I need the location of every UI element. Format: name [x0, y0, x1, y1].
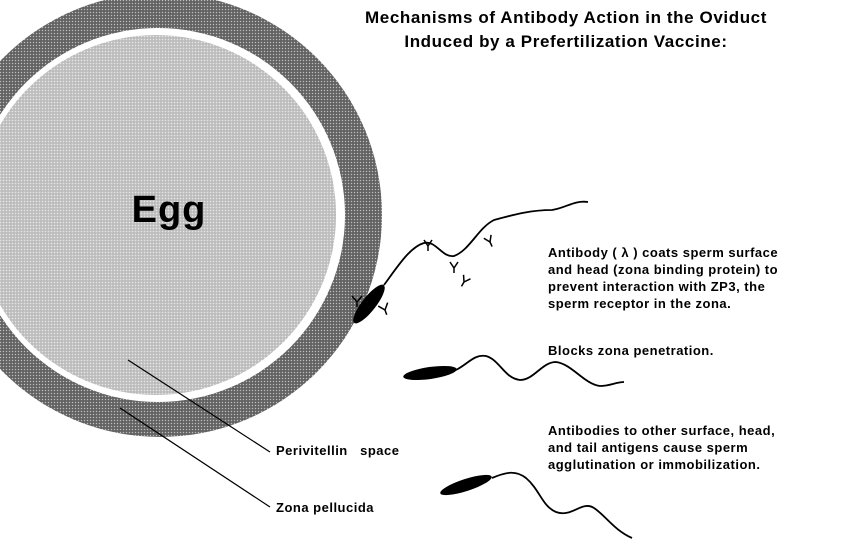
- zona-label: Zona pellucida: [276, 500, 374, 515]
- perivitellin-label: Perivitellin space: [276, 443, 399, 458]
- sperm-icon: [402, 356, 624, 386]
- antibody-coat-line: sperm receptor in the zona.: [548, 295, 778, 312]
- antibody-coat-line: Antibody ( λ ) coats sperm surface: [548, 244, 778, 261]
- agglutination-note: Antibodies to other surface, head, and t…: [548, 422, 775, 473]
- antibody-coat-line: prevent interaction with ZP3, the: [548, 278, 778, 295]
- title-line-2: Induced by a Prefertilization Vaccine:: [290, 30, 842, 54]
- diagram-title: Mechanisms of Antibody Action in the Ovi…: [290, 6, 842, 54]
- antibody-coat-line: and head (zona binding protein) to: [548, 261, 778, 278]
- title-line-1: Mechanisms of Antibody Action in the Ovi…: [290, 6, 842, 30]
- egg-label: Egg: [114, 188, 224, 232]
- antibody-coat-note: Antibody ( λ ) coats sperm surface and h…: [548, 244, 778, 312]
- blocks-note: Blocks zona penetration.: [548, 342, 714, 359]
- agglutination-line: agglutination or immobilization.: [548, 456, 775, 473]
- sperm-icon: [438, 471, 632, 538]
- agglutination-line: Antibodies to other surface, head,: [548, 422, 775, 439]
- agglutination-line: and tail antigens cause sperm: [548, 439, 775, 456]
